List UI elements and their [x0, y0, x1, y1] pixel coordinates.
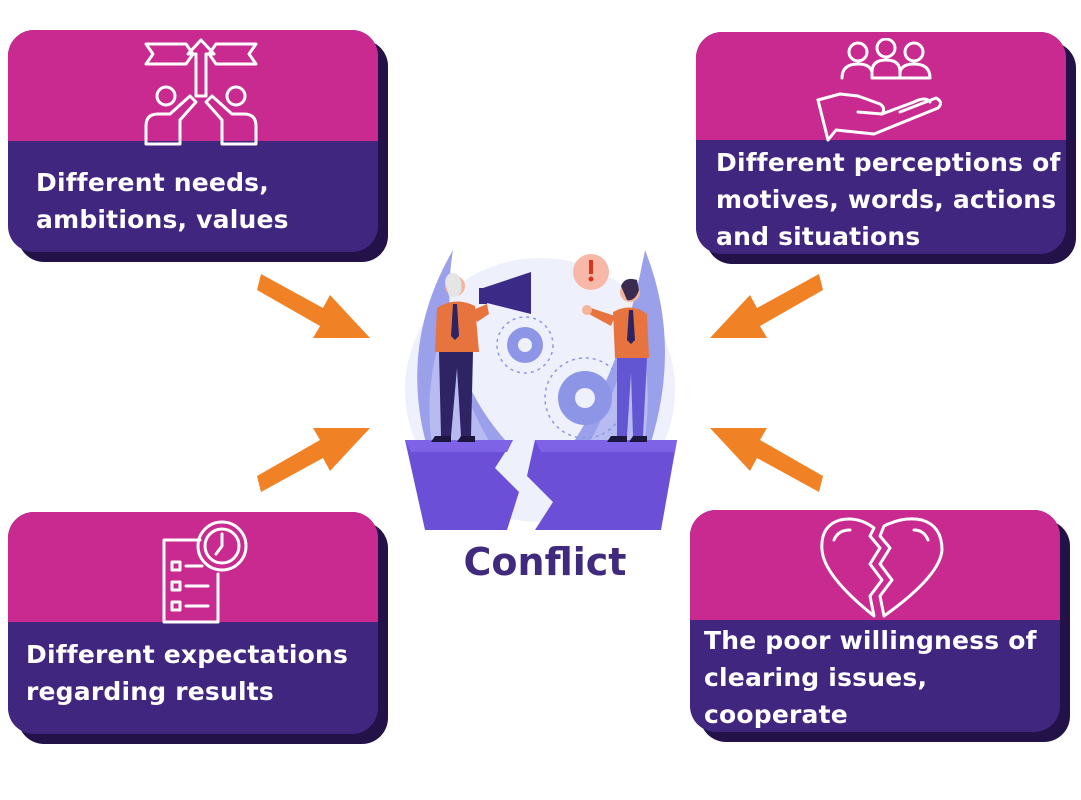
- conflict-label: Conflict: [463, 540, 627, 584]
- arrow-top-left: [257, 274, 370, 338]
- alert-speech-bubble: [573, 254, 609, 290]
- checklist-clock-icon: [162, 520, 248, 624]
- card-text-expectations: Different expectations regarding results: [26, 640, 349, 706]
- card-text-perceptions: Different perceptions of motives, words,…: [716, 148, 1061, 251]
- card-different-expectations: Different expectations regarding results: [8, 512, 388, 744]
- hand-holding-people-icon: [816, 38, 943, 142]
- arrow-bottom-left: [257, 428, 370, 492]
- megaphone-icon: [483, 272, 531, 314]
- arrow-top-right: [710, 274, 823, 338]
- card-text-willingness: The poor willingness of clearing issues,…: [704, 626, 1037, 729]
- man-gesturing: [582, 278, 649, 442]
- gear-icon: [496, 316, 554, 374]
- arrow-bottom-right: [710, 428, 823, 492]
- conflict-illustration: [405, 250, 677, 530]
- people-arrow-crossroads-icon: [144, 38, 258, 146]
- man-with-megaphone: [431, 272, 531, 442]
- card-text-needs: Different needs, ambitions, values: [36, 168, 289, 234]
- card-poor-willingness: The poor willingness of clearing issues,…: [690, 510, 1070, 742]
- cliff-right: [527, 440, 677, 530]
- broken-heart-icon: [820, 517, 944, 618]
- card-different-perceptions: Different perceptions of motives, words,…: [696, 32, 1076, 264]
- cliff-left: [405, 440, 519, 530]
- card-needs-ambitions-values: Different needs, ambitions, values: [8, 30, 388, 262]
